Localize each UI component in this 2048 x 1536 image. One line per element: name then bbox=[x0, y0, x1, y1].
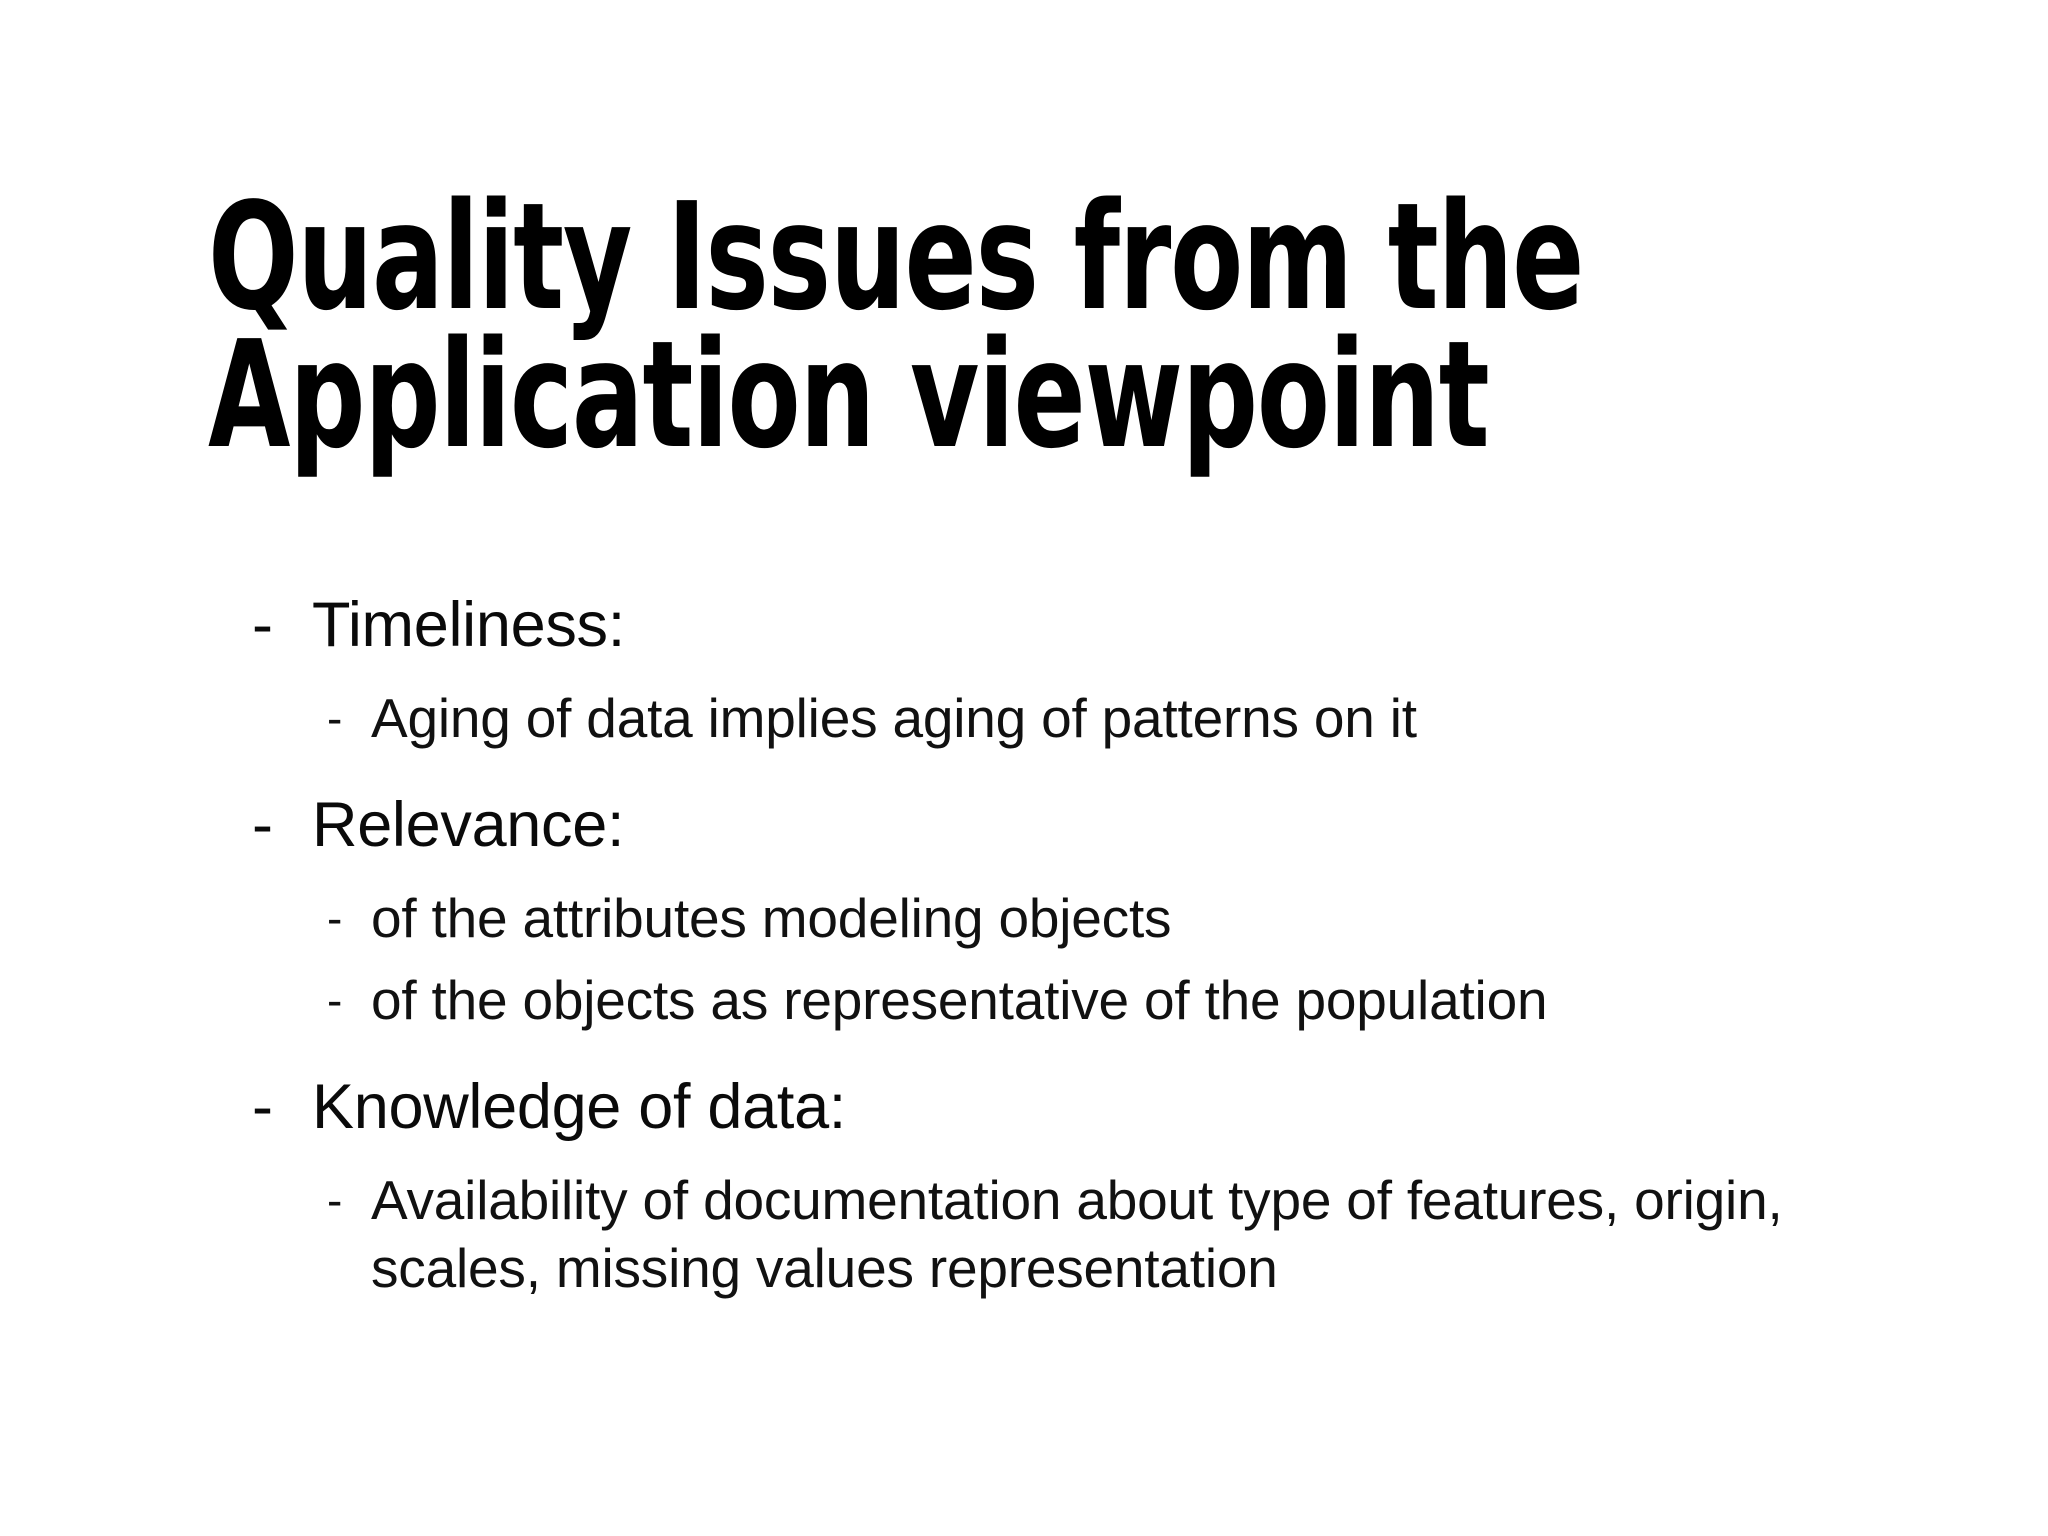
sub-bullet-list-relevance: - of the attributes modeling objects - o… bbox=[196, 884, 1936, 1034]
sub-bullet-label: of the objects as representative of the … bbox=[371, 969, 1548, 1031]
dash-bullet-icon: - bbox=[327, 1174, 343, 1226]
sub-bullet-label: of the attributes modeling objects bbox=[371, 887, 1172, 949]
sub-bullet-item: - Aging of data implies aging of pattern… bbox=[196, 684, 1936, 752]
slide-title: Quality Issues from the Application view… bbox=[208, 171, 1848, 481]
bullet-group-timeliness: - Timeliness: - Aging of data implies ag… bbox=[196, 586, 1936, 752]
bullet-heading-label: Timeliness: bbox=[312, 590, 625, 660]
bullet-group-relevance: - Relevance: - of the attributes modelin… bbox=[196, 786, 1936, 1034]
sub-bullet-item: - of the objects as representative of th… bbox=[196, 966, 1936, 1034]
sub-bullet-list-timeliness: - Aging of data implies aging of pattern… bbox=[196, 684, 1936, 752]
bullet-heading-timeliness: - Timeliness: bbox=[196, 586, 1936, 664]
title-line-1: Quality Issues from the bbox=[208, 171, 1584, 343]
bullet-group-knowledge-of-data: - Knowledge of data: - Availability of d… bbox=[196, 1068, 1936, 1302]
title-line-2: Application viewpoint bbox=[208, 309, 1490, 481]
sub-bullet-item: - of the attributes modeling objects bbox=[196, 884, 1936, 952]
dash-bullet-icon: - bbox=[252, 1072, 273, 1142]
bullet-heading-label: Relevance: bbox=[312, 790, 625, 860]
bullet-heading-label: Knowledge of data: bbox=[312, 1072, 847, 1142]
dash-bullet-icon: - bbox=[327, 692, 343, 744]
dash-bullet-icon: - bbox=[327, 974, 343, 1026]
dash-bullet-icon: - bbox=[252, 790, 273, 860]
sub-bullet-list-knowledge-of-data: - Availability of documentation about ty… bbox=[196, 1166, 1936, 1302]
sub-bullet-item: - Availability of documentation about ty… bbox=[196, 1166, 1936, 1302]
bullet-heading-knowledge-of-data: - Knowledge of data: bbox=[196, 1068, 1936, 1146]
dash-bullet-icon: - bbox=[252, 590, 273, 660]
sub-bullet-label: Availability of documentation about type… bbox=[371, 1169, 1783, 1299]
bullet-heading-relevance: - Relevance: bbox=[196, 786, 1936, 864]
sub-bullet-label: Aging of data implies aging of patterns … bbox=[371, 687, 1417, 749]
bullet-list: - Timeliness: - Aging of data implies ag… bbox=[196, 586, 1936, 1302]
dash-bullet-icon: - bbox=[327, 892, 343, 944]
